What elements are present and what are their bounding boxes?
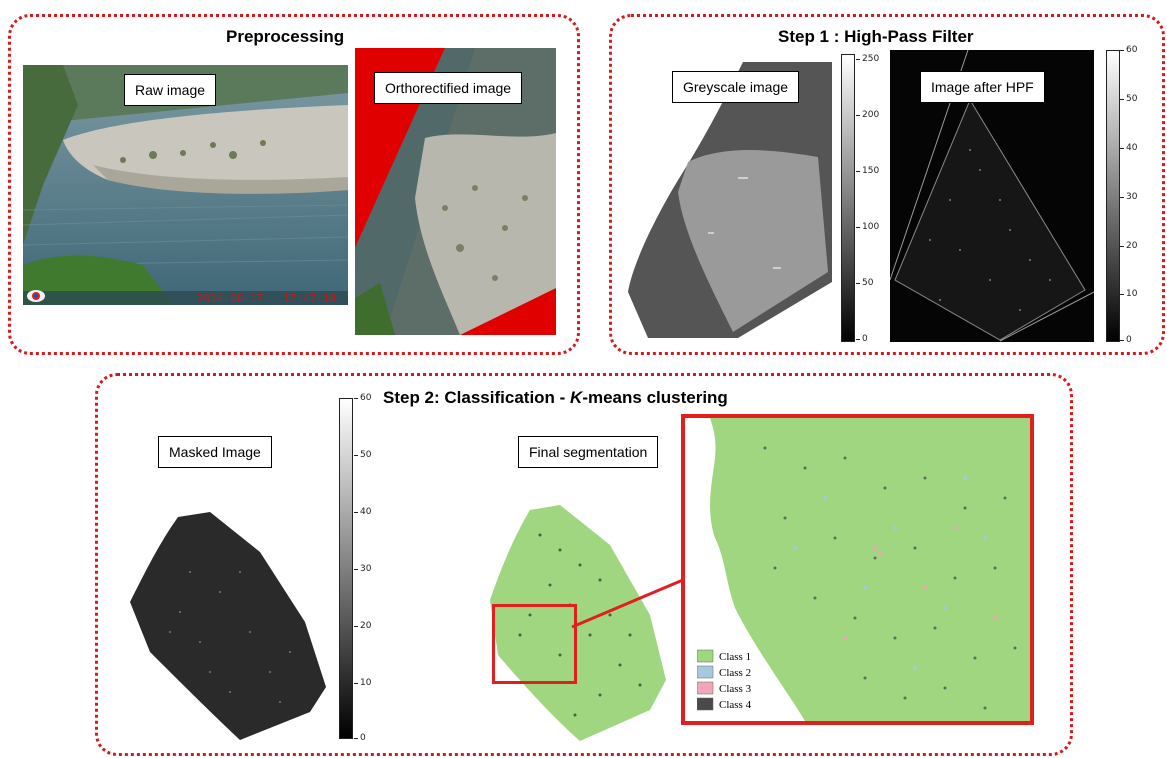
legend-swatch-class4 bbox=[696, 697, 714, 711]
step2-title-prefix: Step 2: Classification - bbox=[383, 388, 571, 407]
preprocessing-title: Preprocessing bbox=[226, 27, 345, 46]
preprocessing-panel bbox=[8, 14, 580, 355]
grey-tick-0: 0 bbox=[856, 334, 868, 344]
greyscale-image-label: Greyscale image bbox=[672, 71, 800, 103]
masked-image-label: Masked Image bbox=[158, 436, 272, 468]
orthorectified-image-label: Orthorectified image bbox=[374, 72, 523, 104]
greyscale-image bbox=[628, 62, 832, 338]
legend-label-class2: Class 2 bbox=[719, 667, 751, 679]
masked-tick-60: 60 bbox=[353, 393, 372, 403]
legend-swatch-class3 bbox=[696, 681, 714, 695]
hpf-tick-0: 0 bbox=[1120, 335, 1132, 345]
masked-tick-0: 0 bbox=[354, 733, 366, 743]
camera-logo-icon bbox=[26, 289, 46, 303]
masked-tick-10: 10 bbox=[353, 678, 372, 688]
hpf-tick-10: 10 bbox=[1119, 289, 1138, 299]
step2-title: Step 2: Classification - K-means cluster… bbox=[383, 388, 728, 408]
final-segmentation-label: Final segmentation bbox=[518, 436, 659, 468]
hpf-colorbar bbox=[1106, 50, 1120, 342]
grey-tick-250: 250 bbox=[855, 54, 880, 64]
masked-colorbar bbox=[339, 398, 353, 739]
greyscale-colorbar bbox=[841, 54, 855, 342]
step1-title: Step 1 : High-Pass Filter bbox=[778, 27, 974, 46]
grey-tick-200: 200 bbox=[855, 110, 880, 120]
step2-title-suffix: -means clustering bbox=[582, 388, 728, 407]
hpf-tick-60: 60 bbox=[1119, 45, 1138, 55]
class-legend: Class 1 Class 2 Class 3 Class 4 bbox=[696, 648, 777, 721]
legend-swatch-class2 bbox=[696, 665, 714, 679]
masked-tick-40: 40 bbox=[353, 507, 372, 517]
class-legend-svg: Class 1 Class 2 Class 3 Class 4 bbox=[696, 649, 752, 711]
legend-label-class1: Class 1 bbox=[719, 651, 751, 663]
grey-tick-100: 100 bbox=[855, 222, 880, 232]
raw-image-label: Raw image bbox=[124, 74, 217, 106]
step1-panel bbox=[609, 14, 1165, 355]
step2-panel bbox=[95, 373, 1073, 756]
masked-image bbox=[130, 512, 326, 740]
step2-title-k: K bbox=[570, 388, 583, 407]
hpf-tick-30: 30 bbox=[1119, 192, 1138, 202]
grey-tick-150: 150 bbox=[855, 166, 880, 176]
grey-tick-50: 50 bbox=[855, 278, 874, 288]
hpf-tick-20: 20 bbox=[1119, 241, 1138, 251]
hpf-tick-40: 40 bbox=[1119, 143, 1138, 153]
legend-swatch-class1 bbox=[696, 649, 714, 663]
masked-tick-30: 30 bbox=[353, 564, 372, 574]
zoomed-segmentation bbox=[681, 414, 1034, 725]
masked-tick-50: 50 bbox=[353, 450, 372, 460]
hpf-image-label: Image after HPF bbox=[920, 71, 1045, 103]
legend-label-class3: Class 3 bbox=[719, 683, 752, 695]
timestamp-overlay: 2014-08-17 17:47:18 bbox=[197, 292, 337, 305]
zoom-region-box bbox=[492, 604, 577, 684]
legend-label-class4: Class 4 bbox=[719, 699, 752, 711]
hpf-tick-50: 50 bbox=[1119, 94, 1138, 104]
masked-tick-20: 20 bbox=[353, 621, 372, 631]
